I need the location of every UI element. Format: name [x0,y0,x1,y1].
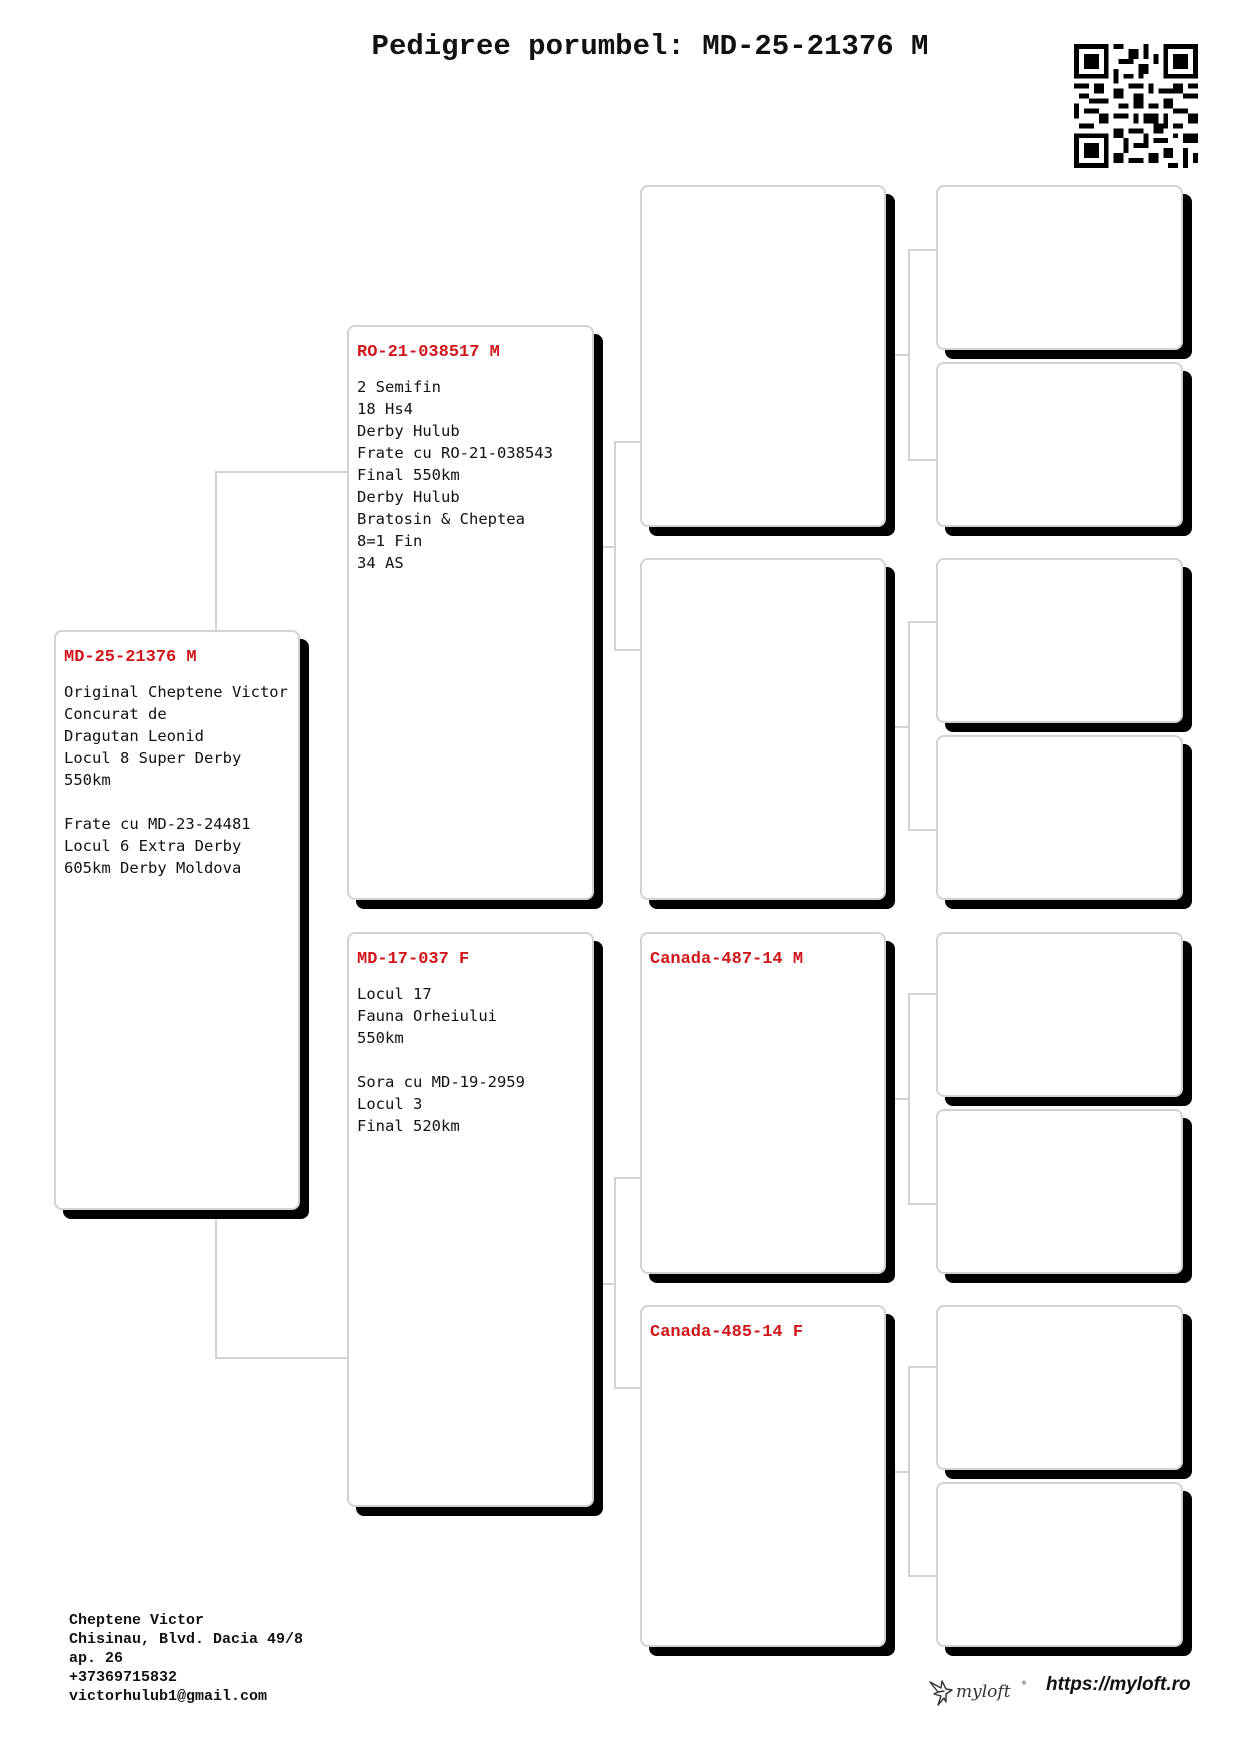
great-grandparent-card [936,185,1183,350]
owner-name: Cheptene Victor [69,1612,205,1629]
great-grandparent-card [936,362,1183,527]
owner-address-line2: ap. 26 [69,1650,124,1667]
owner-email: victorhulub1@gmail.com [69,1688,268,1705]
dam-ring: MD-17-037 F [357,950,470,969]
sire-info: 2 Semifin 18 Hs4 Derby Hulub Frate cu RO… [357,378,553,572]
qr-code-icon [1074,44,1198,168]
grandparent-card [640,185,886,527]
grandparent-ring: Canada-487-14 M [650,950,804,969]
great-grandparent-card [936,735,1183,900]
grandparent-ring: Canada-485-14 F [650,1323,804,1342]
dam-card: MD-17-037 F Locul 17 Fauna Orheiului 550… [347,932,594,1507]
owner-address-line1: Chisinau, Blvd. Dacia 49/8 [69,1631,304,1648]
sire-card: RO-21-038517 M 2 Semifin 18 Hs4 Derby Hu… [347,325,594,900]
page-title: Pedigree porumbel: MD-25-21376 M [371,30,929,63]
dam-info: Locul 17 Fauna Orheiului 550km Sora cu M… [357,985,525,1135]
great-grandparent-card [936,1109,1183,1274]
sire-ring: RO-21-038517 M [357,343,500,362]
owner-phone: +37369715832 [69,1669,178,1686]
subject-card: MD-25-21376 M Original Cheptene Victor C… [54,630,300,1210]
great-grandparent-card [936,558,1183,723]
great-grandparent-card [936,932,1183,1097]
great-grandparent-card [936,1305,1183,1470]
website-link[interactable]: https://myloft.ro [1046,1674,1191,1695]
grandparent-card: Canada-487-14 M [640,932,886,1274]
grandparent-card: Canada-485-14 F [640,1305,886,1647]
svg-text:myloft: myloft [956,1682,1011,1702]
subject-ring: MD-25-21376 M [64,648,197,667]
owner-contact: Cheptene Victor Chisinau, Blvd. Dacia 49… [69,1611,303,1706]
great-grandparent-card [936,1482,1183,1647]
subject-info: Original Cheptene Victor Concurat de Dra… [64,683,288,877]
svg-text:®: ® [1021,1680,1027,1687]
grandparent-card [640,558,886,900]
myloft-bird-logo: myloft ® [929,1680,1027,1706]
